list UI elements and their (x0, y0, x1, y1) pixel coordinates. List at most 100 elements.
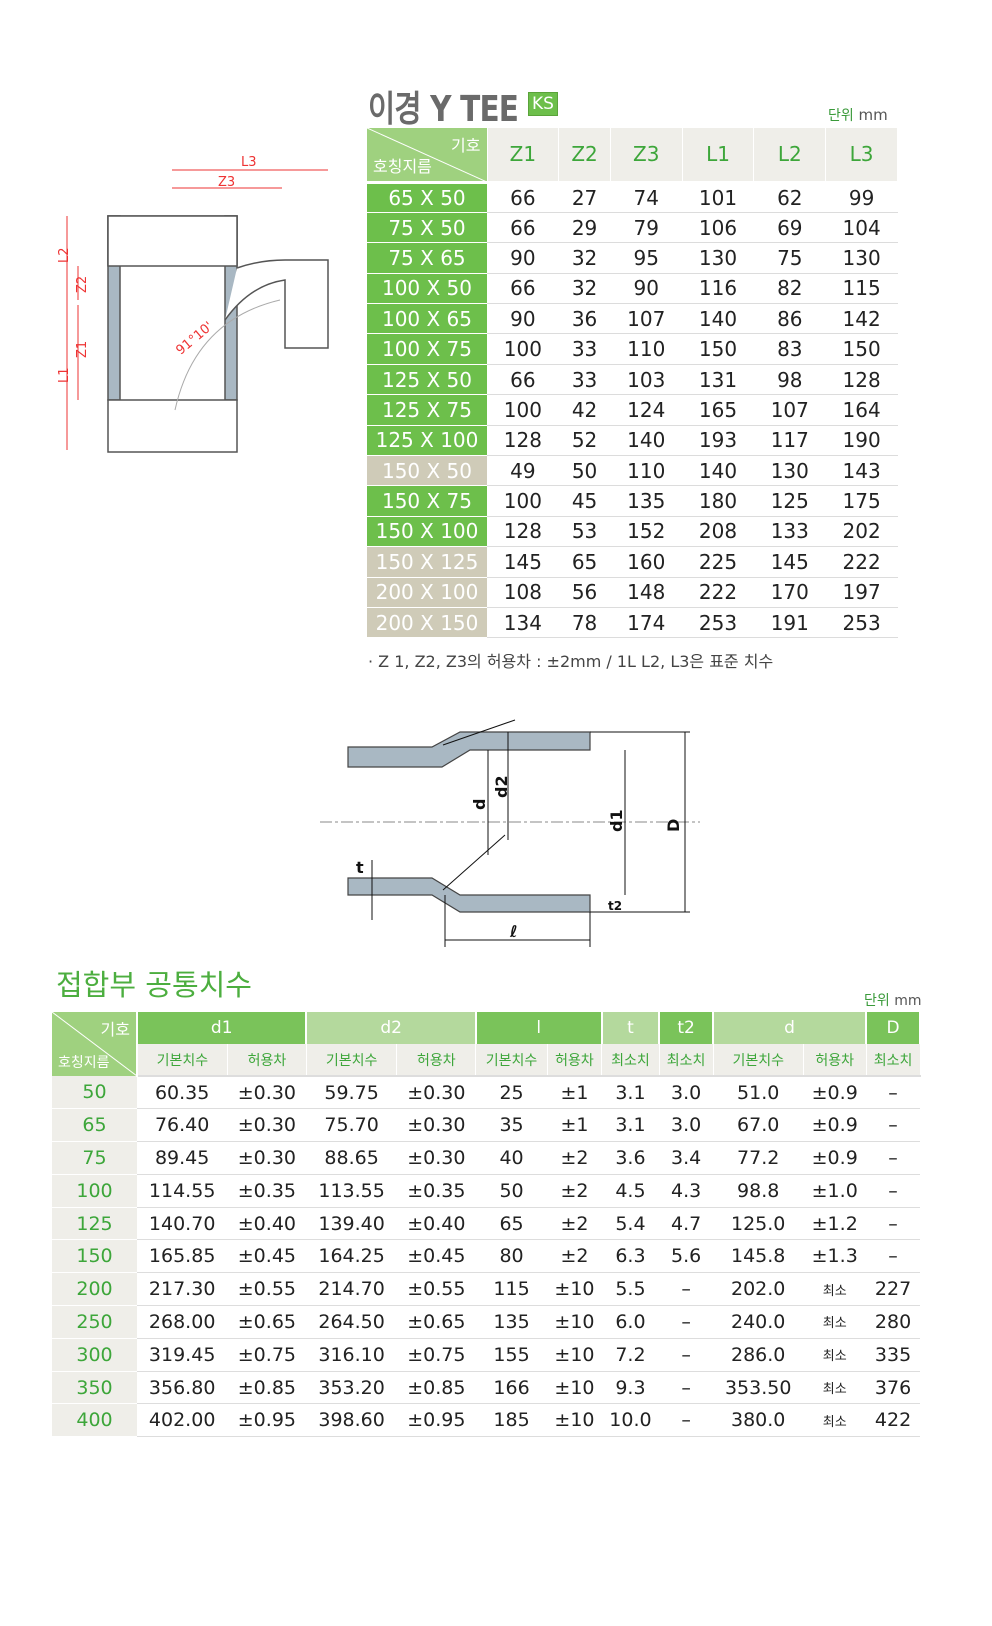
value-cell: 106 (682, 212, 754, 244)
value-cell: 49 (487, 455, 559, 487)
value-cell: ±0.55 (227, 1272, 307, 1307)
value-cell: – (659, 1338, 714, 1372)
value-cell: 65 (558, 546, 611, 578)
value-cell: 139.40 (306, 1207, 397, 1241)
value-cell: ±0.9 (803, 1141, 867, 1175)
value-cell: 148 (610, 577, 683, 608)
value-cell: 25 (475, 1076, 548, 1110)
tolerance-note: · Z 1, Z2, Z3의 허용차 : ±2mm / 1L L2, L3은 표… (368, 652, 774, 671)
value-cell: 170 (753, 577, 826, 608)
value-cell: 62 (753, 182, 826, 213)
value-cell: – (659, 1403, 714, 1438)
value-cell: 4.5 (601, 1174, 660, 1208)
joint-diagram: d d2 d1 D t t2 ℓ (320, 719, 700, 947)
value-cell: 240.0 (713, 1305, 804, 1339)
size-cell: 75 X 65 (367, 242, 487, 274)
size-cell: 150 X 50 (367, 455, 487, 487)
value-cell: 145.8 (713, 1239, 804, 1274)
value-cell: 335 (866, 1338, 920, 1372)
size-cell: 125 (52, 1207, 137, 1241)
value-cell: ±1.2 (803, 1207, 867, 1241)
value-cell: 110 (610, 333, 683, 365)
value-cell: 208 (682, 516, 754, 548)
value-cell: 152 (610, 516, 683, 548)
value-cell: ±10 (547, 1305, 602, 1339)
value-cell: 376 (866, 1371, 920, 1405)
value-cell: 180 (682, 485, 754, 517)
group-header: t (601, 1012, 661, 1044)
page-title: 이경 Y TEE (368, 89, 519, 130)
size-cell: 65 X 50 (367, 182, 487, 213)
value-cell: 3.1 (601, 1076, 660, 1110)
value-cell: 53 (558, 516, 611, 548)
value-cell: – (866, 1239, 920, 1274)
label-d1: d1 (607, 809, 626, 832)
value-cell: 117 (753, 425, 826, 457)
label-l2: L2 (57, 247, 72, 263)
value-cell: ±0.30 (396, 1108, 476, 1143)
label-t2: t2 (608, 899, 622, 913)
value-cell: 최소 (803, 1403, 867, 1438)
value-cell: ±0.85 (227, 1371, 307, 1405)
value-cell: 217.30 (137, 1272, 228, 1307)
size-cell: 65 (52, 1108, 137, 1143)
label-l3: L3 (241, 155, 257, 170)
value-cell: 114.55 (137, 1174, 228, 1208)
value-cell: 42 (558, 394, 611, 426)
value-cell: 128 (487, 516, 559, 548)
value-cell: 185 (475, 1403, 548, 1438)
size-cell: 150 X 100 (367, 516, 487, 548)
value-cell: ±0.75 (396, 1338, 476, 1372)
value-cell: 402.00 (137, 1403, 228, 1438)
size-cell: 400 (52, 1403, 137, 1438)
value-cell: ±0.9 (803, 1108, 867, 1143)
value-cell: 222 (825, 546, 898, 578)
value-cell: 52 (558, 425, 611, 457)
value-cell: 398.60 (306, 1403, 397, 1438)
value-cell: 130 (753, 455, 826, 487)
value-cell: 107 (610, 303, 683, 335)
value-cell: 86 (753, 303, 826, 335)
value-cell: 최소 (803, 1272, 867, 1307)
value-cell: 131 (682, 364, 754, 396)
value-cell: 191 (753, 607, 826, 639)
size-cell: 150 X 75 (367, 485, 487, 517)
size-cell: 150 (52, 1239, 137, 1274)
value-cell: ±2 (547, 1239, 602, 1274)
label-z3: Z3 (218, 175, 235, 190)
label-D: D (664, 819, 683, 832)
value-cell: 190 (825, 425, 898, 457)
value-cell: ±0.30 (227, 1141, 307, 1175)
value-cell: 75.70 (306, 1108, 397, 1143)
value-cell: 최소 (803, 1305, 867, 1339)
value-cell: 66 (487, 273, 559, 305)
value-cell: ±0.85 (396, 1371, 476, 1405)
value-cell: ±1.3 (803, 1239, 867, 1274)
value-cell: 66 (487, 364, 559, 396)
value-cell: ±0.9 (803, 1076, 867, 1110)
sub-header: 허용차 (227, 1044, 307, 1077)
value-cell: – (659, 1272, 714, 1307)
value-cell: ±0.30 (227, 1108, 307, 1143)
value-cell: 128 (487, 425, 559, 457)
value-cell: 140 (682, 303, 754, 335)
value-cell: 6.3 (601, 1239, 660, 1274)
value-cell: 280 (866, 1305, 920, 1339)
value-cell: 165 (682, 394, 754, 426)
value-cell: 145 (487, 546, 559, 578)
value-cell: ±0.95 (227, 1403, 307, 1438)
value-cell: 202.0 (713, 1272, 804, 1307)
value-cell: 4.7 (659, 1207, 714, 1241)
value-cell: ±2 (547, 1207, 602, 1241)
value-cell: 193 (682, 425, 754, 457)
value-cell: ±0.35 (396, 1174, 476, 1208)
